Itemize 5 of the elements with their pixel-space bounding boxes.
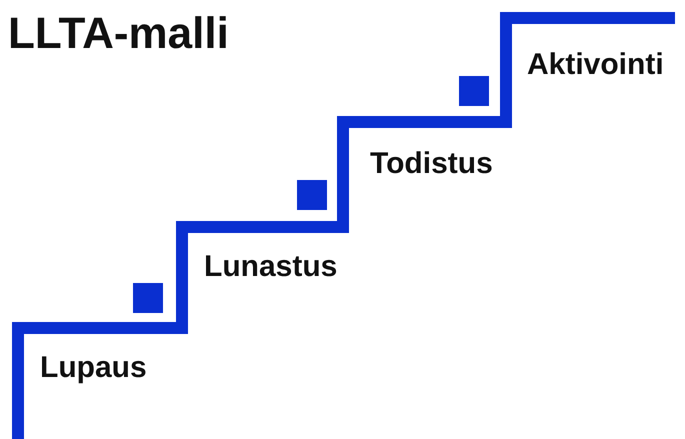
step-label: Lunastus <box>204 252 338 282</box>
diagram-title: LLTA-malli <box>8 12 229 56</box>
step-label: Todistus <box>370 149 493 179</box>
step-label: Aktivointi <box>527 50 664 80</box>
step-label: Lupaus <box>40 353 147 383</box>
